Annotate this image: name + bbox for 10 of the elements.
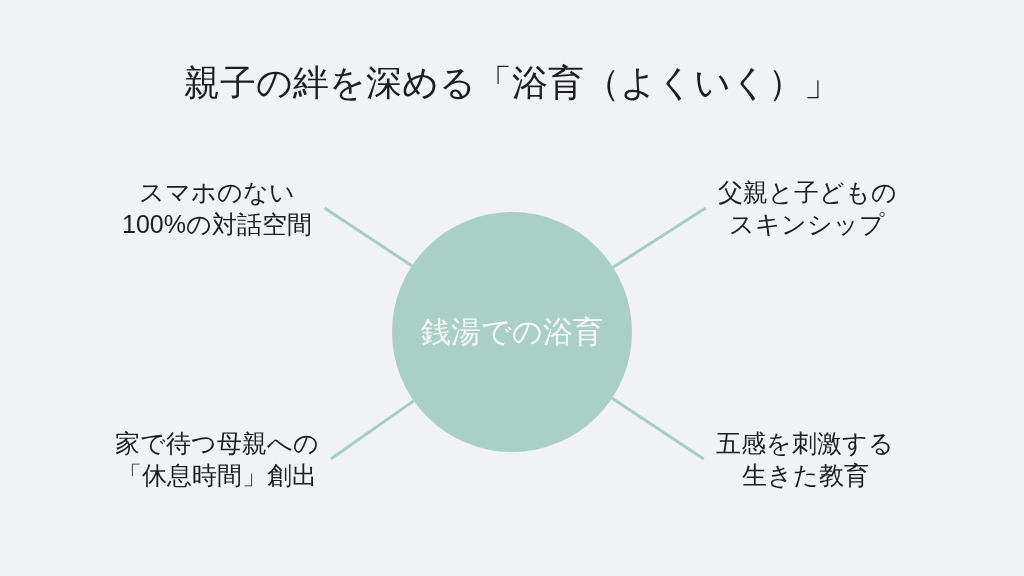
circle-label: 銭湯での浴育 (421, 314, 603, 350)
connector-line (323, 206, 413, 268)
connector-line (612, 206, 707, 269)
slide-title: 親子の絆を深める「浴育（よくいく）」 (184, 61, 840, 105)
node-label: 五感を刺激する生きた教育 (703, 427, 907, 491)
connector-line (329, 399, 415, 461)
connector-line (611, 397, 705, 461)
node-label: 家で待つ母親への「休息時間」創出 (103, 427, 331, 491)
node-label: スマホのない100%の対話空間 (109, 176, 325, 240)
node-label: 父親と子どものスキンシップ (705, 176, 909, 240)
